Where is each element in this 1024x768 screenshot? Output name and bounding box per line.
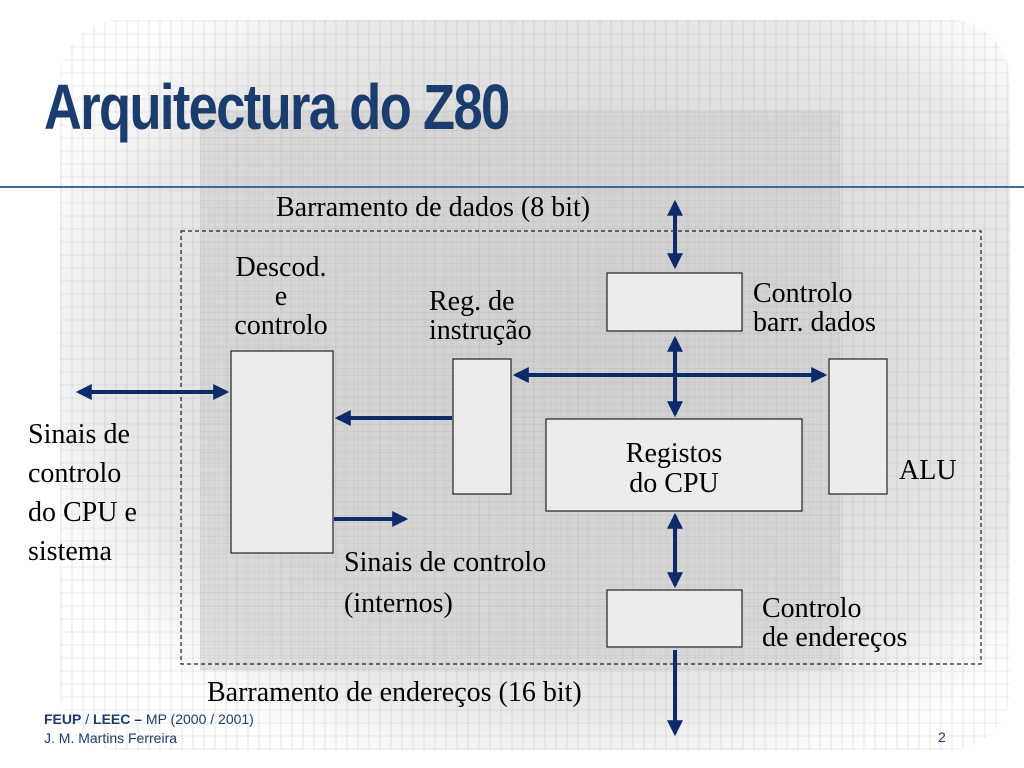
decoder-label-line: controlo — [234, 310, 328, 341]
data-bus-control-label: Controlo barr. dados — [753, 279, 876, 337]
slide-title: Arquitectura do Z80 — [44, 71, 510, 143]
int-signals-label-line: (internos) — [344, 588, 453, 619]
decoder-label-line: Descod. — [235, 252, 327, 283]
alu-block — [828, 358, 888, 495]
cpu-registers-block — [545, 418, 803, 512]
footer-separator: / — [81, 711, 94, 727]
footer-course-line: FEUP / LEEC – MP (2000 / 2001) — [44, 710, 254, 729]
ext-signals-label-line: controlo — [28, 458, 122, 489]
address-bus-label: Barramento de endereços (16 bit) — [207, 677, 582, 708]
instruction-register-label: Reg. de instrução — [429, 287, 532, 345]
data-ctrl-label-line: Controlo — [753, 278, 853, 309]
page-number: 2 — [938, 729, 946, 745]
data-ctrl-label-line: barr. dados — [753, 307, 876, 338]
addr-ctrl-label-line: Controlo — [762, 593, 862, 624]
registers-label-line: do CPU — [629, 468, 719, 499]
data-bus-label: Barramento de dados (8 bit) — [276, 192, 591, 223]
address-bus-control-label: Controlo de endereços — [762, 594, 907, 652]
decoder-control-block — [230, 350, 334, 554]
instr-reg-label-line: Reg. de — [429, 286, 515, 317]
instruction-register-block — [452, 358, 512, 495]
addr-ctrl-label-line: de endereços — [762, 622, 908, 653]
registers-label-line: Registos — [625, 438, 723, 469]
ext-signals-label-line: Sinais de — [28, 419, 130, 450]
cpu-boundary — [180, 230, 982, 665]
footer-dept: LEEC – — [93, 711, 143, 727]
instr-reg-label-line: instrução — [429, 315, 532, 346]
external-control-signals-label: Sinais de controlo do CPU e sistema — [28, 415, 137, 571]
ext-signals-label-line: sistema — [28, 536, 112, 567]
ext-signals-label-line: do CPU e — [28, 497, 137, 528]
internal-control-signals-label: Sinais de controlo (internos) — [344, 542, 546, 624]
int-signals-label-line: Sinais de controlo — [344, 547, 547, 578]
decoder-control-label: Descod. e controlo — [222, 253, 340, 340]
footer-author: J. M. Martins Ferreira — [44, 730, 178, 746]
cpu-registers-label: Registos do CPU — [546, 439, 802, 499]
alu-label: ALU — [899, 455, 957, 486]
footer-org: FEUP — [44, 711, 82, 727]
footer-credits: FEUP / LEEC – MP (2000 / 2001) J. M. Mar… — [44, 710, 254, 748]
decoder-label-line: e — [274, 281, 288, 312]
title-divider — [0, 186, 1024, 188]
footer-course: MP (2000 / 2001) — [142, 711, 254, 727]
data-bus-control-block — [606, 272, 743, 332]
address-bus-control-block — [606, 589, 743, 648]
